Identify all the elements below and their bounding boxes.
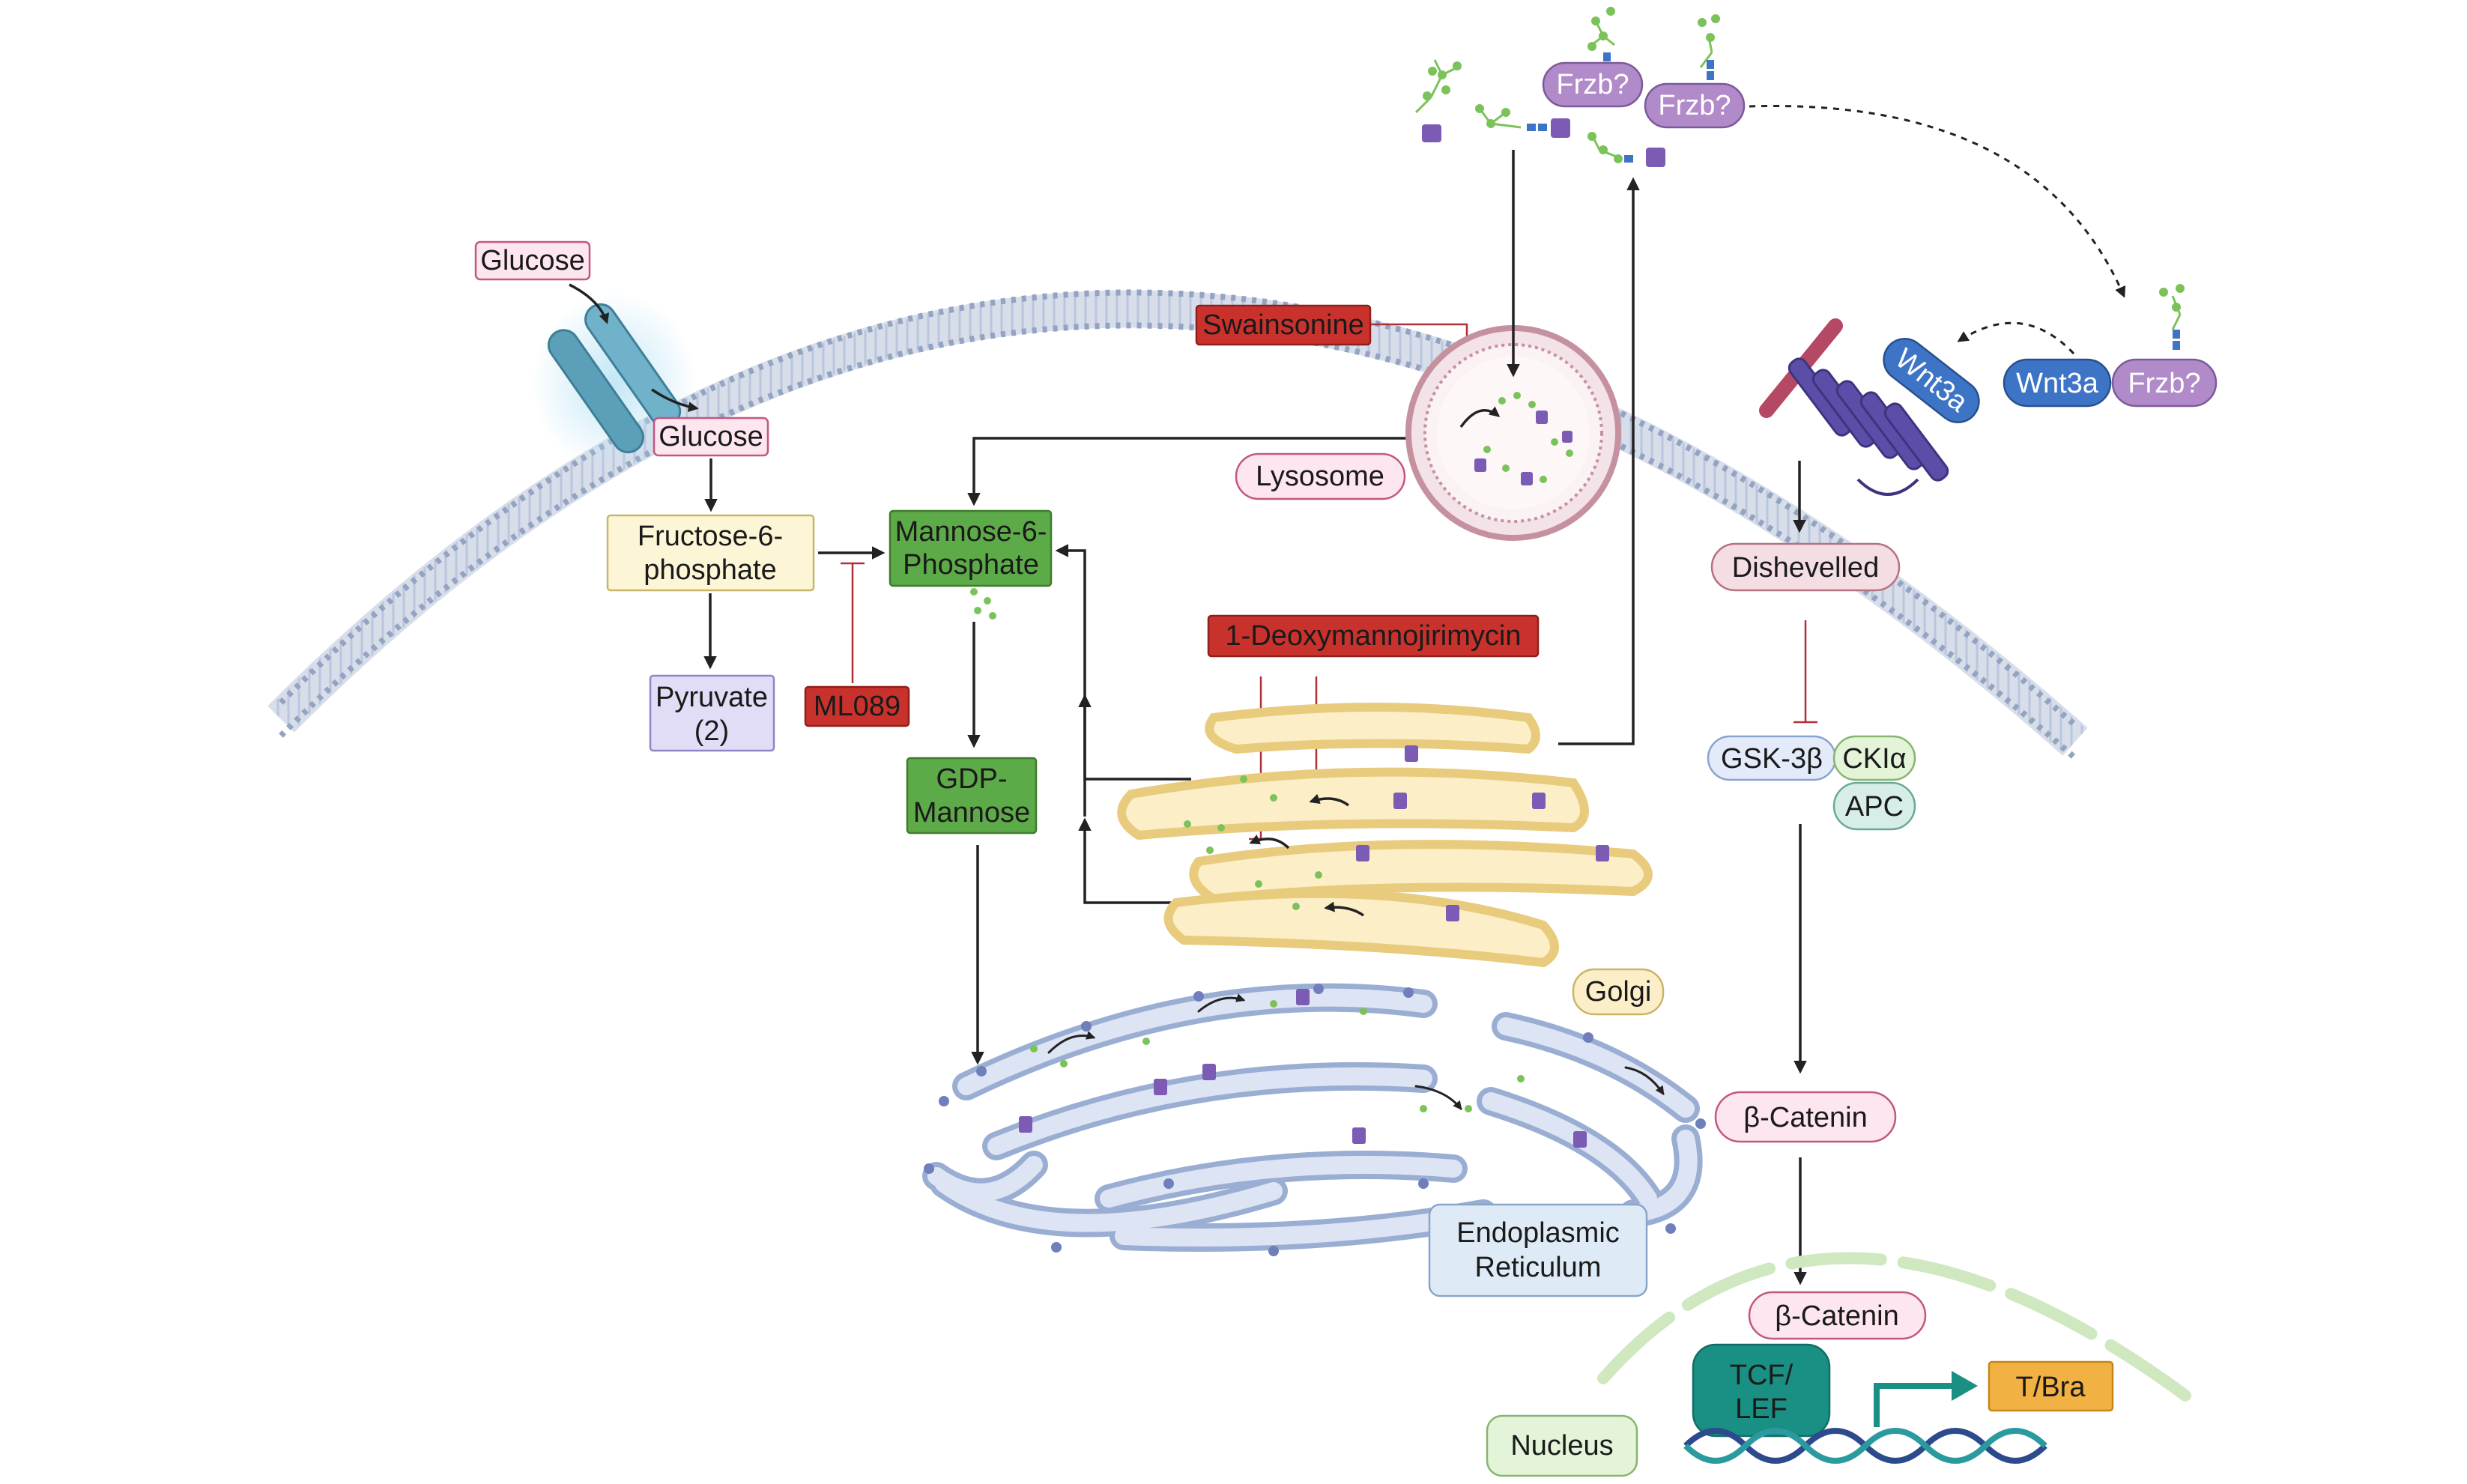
svg-text:APC: APC [1845,791,1904,823]
transcription-arrow-icon [1874,1371,1978,1427]
svg-text:Glucose: Glucose [659,421,763,452]
svg-text:Mannose: Mannose [913,797,1030,829]
lysosome-label: Lysosome [1235,452,1406,500]
nucleus-envelope [1597,1252,2209,1414]
svg-text:Golgi: Golgi [1585,976,1652,1008]
tbra-box: T/Bra [1988,1360,2114,1412]
beta-catenin-nucleus-pill: β-Catenin [1748,1291,1927,1340]
ml089-inhibitor-line [841,562,865,683]
golgi-label: Golgi [1572,968,1665,1016]
svg-text:Frzb?: Frzb? [2128,368,2200,399]
nucleus-label: Nucleus [1486,1414,1638,1477]
deoxymannojirimycin-box: 1-Deoxymannojirimycin [1207,614,1540,658]
beta-catenin-cytoplasm-pill: β-Catenin [1714,1091,1897,1143]
svg-text:CKIα: CKIα [1842,743,1906,775]
svg-text:Frzb?: Frzb? [1658,90,1731,121]
wnt3a-pill: Wnt3a [2003,358,2112,408]
glycan-icon [1414,7,2185,350]
ck1a-pill: CKIα [1832,735,1916,781]
svg-text:β-Catenin: β-Catenin [1743,1102,1868,1133]
svg-text:GSK-3β: GSK-3β [1721,743,1823,775]
svg-text:Phosphate: Phosphate [903,549,1039,581]
svg-text:Mannose-6-: Mannose-6- [895,516,1047,548]
svg-text:phosphate: phosphate [644,554,777,586]
gdp-mannose-box: GDP- Mannose [906,757,1038,835]
svg-text:Endoplasmic: Endoplasmic [1456,1217,1620,1249]
er-label: Endoplasmic Reticulum [1428,1203,1648,1297]
lysosome-icon [1405,325,1621,541]
svg-text:Swainsonine: Swainsonine [1202,309,1363,341]
svg-text:Glucose: Glucose [480,245,584,276]
mannose-dots [970,588,996,620]
pyruvate-box: Pyruvate (2) [649,674,775,752]
frzb-pill-3: Frzb? [2111,358,2218,408]
gsk3b-pill: GSK-3β [1707,735,1837,781]
svg-text:Fructose-6-: Fructose-6- [638,521,783,552]
svg-text:1-Deoxymannojirimycin: 1-Deoxymannojirimycin [1226,620,1522,652]
svg-text:ML089: ML089 [814,691,900,722]
tcf-lef-box: TCF/ LEF [1692,1343,1831,1438]
ml089-box: ML089 [804,685,910,727]
svg-text:Lysosome: Lysosome [1256,461,1384,492]
svg-text:Pyruvate: Pyruvate [656,682,768,713]
dna-helix-icon [1683,1428,2047,1464]
svg-text:Nucleus: Nucleus [1510,1430,1613,1462]
svg-text:LEF: LEF [1735,1393,1788,1425]
dishevelled-pill: Dishevelled [1710,542,1901,592]
cell-membrane [267,289,2088,760]
svg-text:Dishevelled: Dishevelled [1732,552,1879,584]
svg-text:β-Catenin: β-Catenin [1775,1300,1899,1332]
glucose-inside-label: Glucose [653,417,769,457]
svg-text:(2): (2) [694,715,729,747]
svg-text:GDP-: GDP- [936,763,1008,795]
frzb-pill-2: Frzb? [1644,82,1746,129]
svg-text:Reticulum: Reticulum [1475,1252,1602,1283]
mannose-6-phosphate-box: Mannose-6- Phosphate [889,509,1053,587]
golgi-icon [1117,703,1653,968]
fructose-6-phosphate-box: Fructose-6- phosphate [606,514,815,592]
svg-text:Frzb?: Frzb? [1556,69,1629,100]
swainsonine-box: Swainsonine [1195,304,1372,346]
svg-text:TCF/: TCF/ [1730,1360,1794,1391]
svg-text:Wnt3a: Wnt3a [2016,368,2099,399]
glucose-outside-label: Glucose [474,240,591,281]
svg-text:T/Bra: T/Bra [2016,1372,2086,1403]
apc-pill: APC [1832,781,1916,831]
frizzled-receptor-icon [1788,357,1949,496]
endoplasmic-reticulum-icon [922,983,1706,1256]
frzb-pill-1: Frzb? [1542,61,1644,108]
